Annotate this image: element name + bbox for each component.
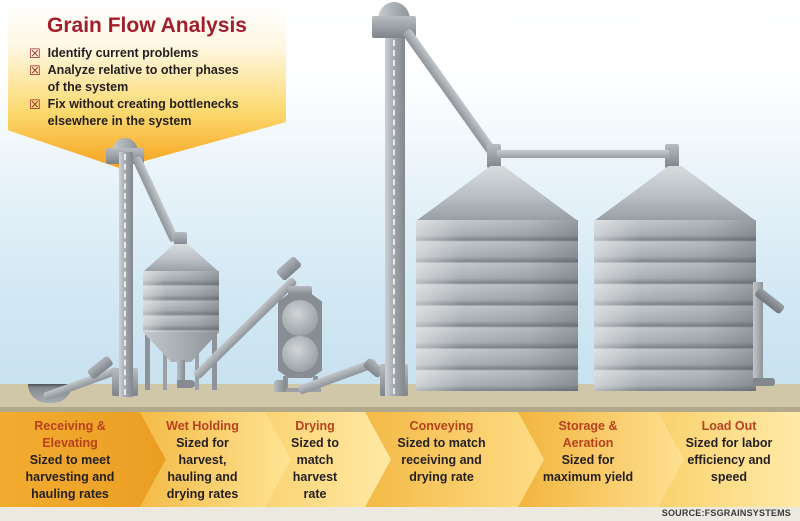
wet-bin-discharge-elbow	[177, 380, 195, 388]
footer-strip: SOURCE:FSGRAINSYSTEMS	[0, 507, 800, 521]
small-elevator-leg	[119, 152, 133, 397]
dryer-module-bottom	[282, 336, 318, 372]
checklist-item: ☒ Analyze relative to other phases of th…	[29, 62, 277, 96]
farm-equipment-illustration	[28, 2, 786, 403]
banner-callout: Grain Flow Analysis ☒ Identify current p…	[8, 4, 286, 168]
wet-bin-collar	[174, 232, 187, 246]
main-elevator-leg-dash	[393, 40, 395, 394]
flow-step-title: Drying	[295, 419, 335, 433]
silo1-roof	[416, 166, 578, 221]
main-elevator-leg	[385, 38, 405, 396]
source-credit: SOURCE:FSGRAINSYSTEMS	[661, 508, 791, 518]
flow-step-storage-aeration: Storage & Aeration Sized for maximum yie…	[518, 412, 684, 507]
small-elevator-spout	[131, 155, 179, 243]
checklist-text: Identify current problems	[47, 46, 199, 60]
main-elevator-spout	[401, 28, 497, 155]
flow-step-description: Sized to match receiving and drying rate	[397, 436, 486, 484]
checkbox-icon: ☒	[29, 46, 41, 61]
flow-step-title: Storage & Aeration	[558, 419, 618, 450]
wet-bin-roof	[143, 244, 219, 272]
flow-step-description: Sized to meet harvesting and hauling rat…	[25, 453, 115, 501]
flow-step-receiving-elevating: Receiving & Elevating Sized to meet harv…	[0, 412, 166, 507]
silo-unload-foot	[753, 378, 775, 386]
flow-step-description: Sized for maximum yield	[542, 453, 634, 484]
wet-bin-body	[143, 271, 219, 332]
flow-step-title: Receiving & Elevating	[34, 419, 106, 450]
flow-step-description: Sized for harvest, hauling and drying ra…	[166, 436, 239, 501]
checklist-text: Analyze relative to other phases of the …	[47, 63, 239, 94]
flow-step-title: Wet Holding	[166, 419, 239, 433]
flow-step-drying: Drying Sized to match harvest rate	[265, 412, 391, 507]
checkbox-icon: ☒	[29, 97, 41, 112]
silo1-body	[416, 220, 578, 391]
silo2-body	[594, 220, 756, 391]
checklist-text: Fix without creating bottlenecks elsewhe…	[47, 97, 239, 128]
checkbox-icon: ☒	[29, 63, 41, 78]
ground-edge	[0, 407, 800, 412]
flow-step-conveying: Conveying Sized to match receiving and d…	[365, 412, 544, 507]
dryer-collar	[288, 286, 312, 296]
process-flow-chevrons: Receiving & Elevating Sized to meet harv…	[0, 412, 800, 507]
checklist-item: ☒ Fix without creating bottlenecks elsew…	[29, 96, 277, 130]
wet-bin-leg-left	[145, 330, 150, 390]
banner-title: Grain Flow Analysis	[47, 14, 247, 37]
small-elevator-leg-dash	[124, 154, 126, 395]
dryer-body	[278, 294, 322, 378]
silo-transfer-pipe	[497, 150, 669, 158]
wet-bin-discharge	[177, 360, 185, 386]
checklist: ☒ Identify current problems ☒ Analyze re…	[8, 45, 277, 130]
flow-step-wet-holding: Wet Holding Sized for harvest, hauling a…	[140, 412, 291, 507]
main-elevator-head-cap	[378, 2, 410, 20]
dryer-module-top	[282, 300, 318, 336]
checklist-item: ☒ Identify current problems	[29, 45, 277, 62]
flow-step-title: Load Out	[701, 419, 757, 433]
dryer-canister	[274, 380, 286, 392]
wet-bin-leg-inner-left	[163, 345, 167, 390]
flow-step-description: Sized to match harvest rate	[291, 436, 339, 501]
flow-step-description: Sized for labor efficiency and speed	[685, 436, 773, 484]
silo2-roof	[594, 166, 756, 221]
silo-unload-duct	[753, 282, 763, 382]
flow-step-title: Conveying	[409, 419, 474, 433]
